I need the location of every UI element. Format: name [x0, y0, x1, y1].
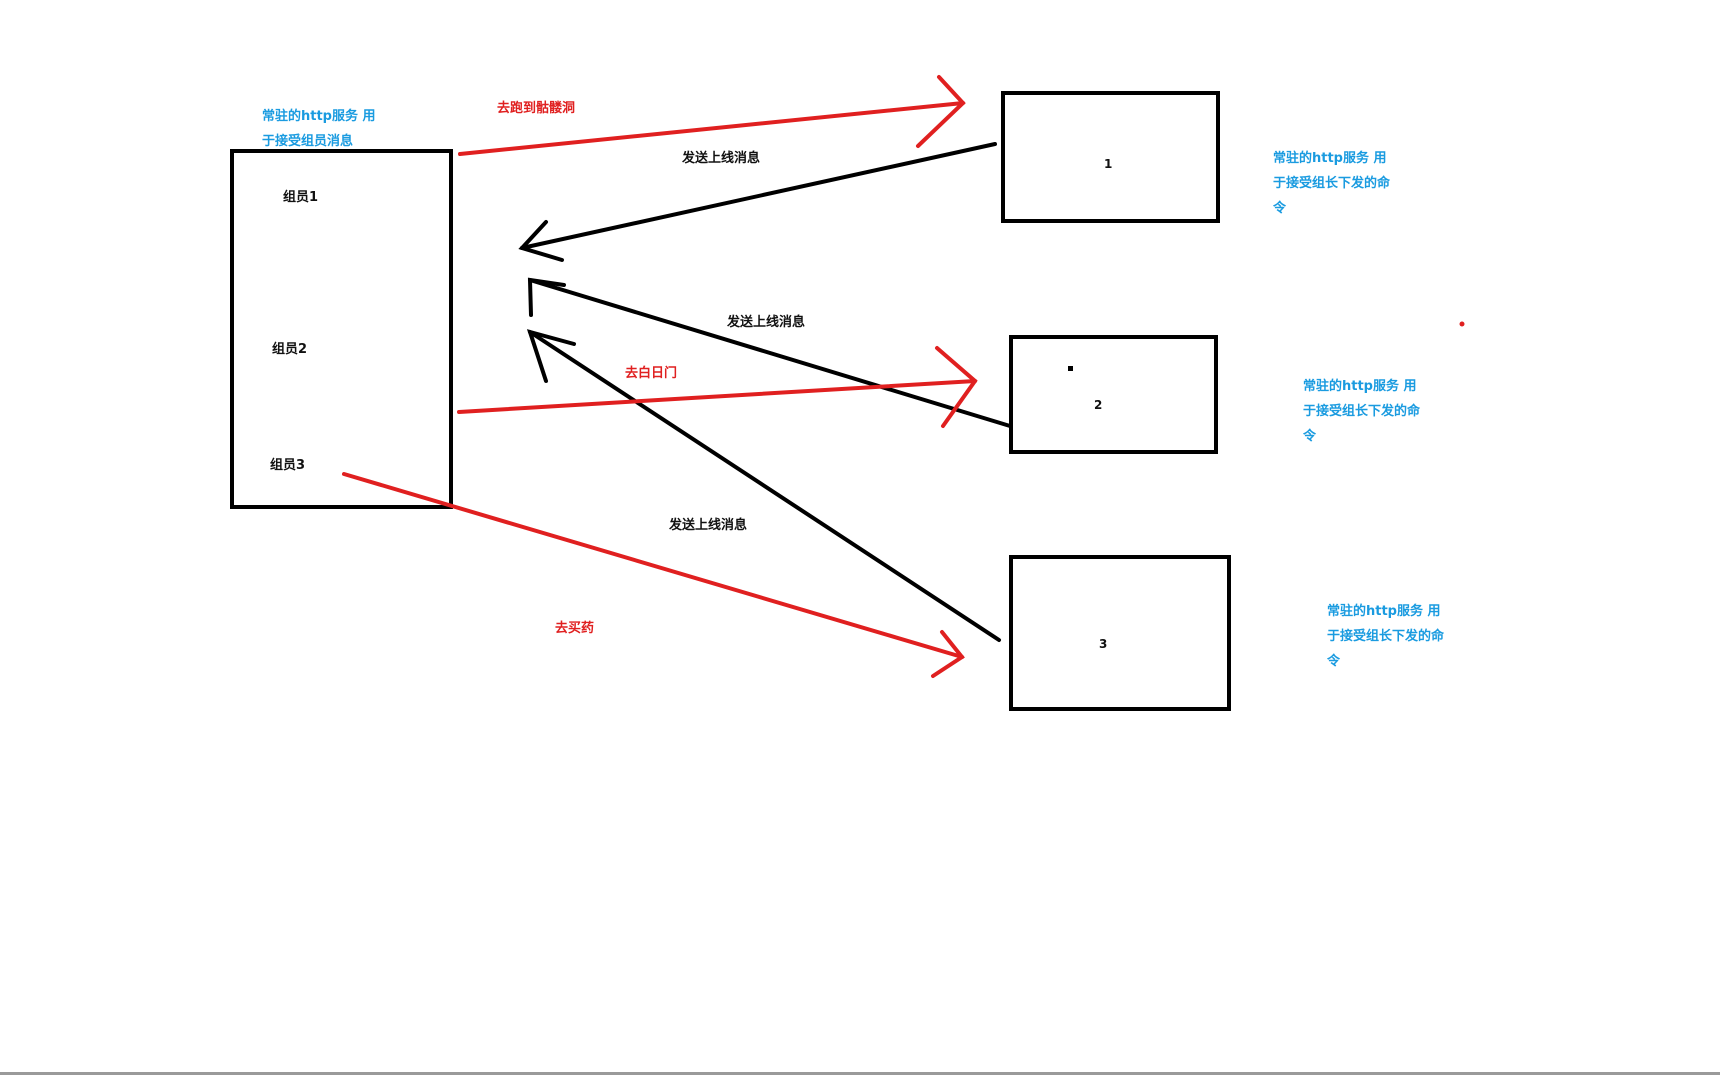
- worker-id-3: 3: [1099, 637, 1108, 651]
- online-label-1: 发送上线消息: [682, 151, 761, 166]
- worker-note-line: 令: [1273, 201, 1287, 216]
- worker-box-3: [1009, 555, 1231, 711]
- command-label-1: 去跑到骷髅洞: [497, 101, 576, 116]
- worker-note-3: 常驻的http服务 用 于接受组长下发的命 令: [1327, 599, 1444, 674]
- online-label-2: 发送上线消息: [727, 315, 806, 330]
- worker-note-line: 常驻的http服务 用: [1273, 151, 1387, 166]
- command-label-3: 去买药: [555, 621, 595, 636]
- command-label-2: 去白日门: [625, 366, 678, 381]
- leader-note: 常驻的http服务 用 于接受组员消息: [262, 104, 376, 154]
- worker-note-line: 于接受组长下发的命: [1273, 176, 1391, 191]
- worker-box-1: [1001, 91, 1220, 223]
- online-arrow-3: [526, 329, 1001, 642]
- stray-dot-black: [1068, 366, 1073, 371]
- worker-id-1: 1: [1104, 157, 1113, 171]
- stray-dot-red: [1459, 321, 1465, 327]
- online-arrow-1: [518, 142, 997, 262]
- worker-note-line: 令: [1327, 654, 1341, 669]
- command-arrow-1: [458, 75, 966, 156]
- member-label-3: 组员3: [270, 458, 306, 473]
- command-arrow-2: [457, 346, 978, 428]
- bottom-divider: [0, 1072, 1720, 1075]
- worker-note-line: 令: [1303, 429, 1317, 444]
- worker-note-1: 常驻的http服务 用 于接受组长下发的命 令: [1273, 146, 1390, 221]
- online-label-3: 发送上线消息: [669, 518, 748, 533]
- worker-note-line: 常驻的http服务 用: [1303, 379, 1417, 394]
- online-arrow-2: [527, 277, 1012, 428]
- member-label-2: 组员2: [272, 342, 308, 357]
- leader-note-line: 常驻的http服务 用: [262, 109, 376, 124]
- command-arrow-3: [342, 472, 965, 678]
- worker-box-2: [1009, 335, 1218, 454]
- worker-note-line: 常驻的http服务 用: [1327, 604, 1441, 619]
- worker-id-2: 2: [1094, 398, 1103, 412]
- member-label-1: 组员1: [283, 190, 319, 205]
- worker-note-line: 于接受组长下发的命: [1303, 404, 1421, 419]
- worker-note-line: 于接受组长下发的命: [1327, 629, 1445, 644]
- worker-note-2: 常驻的http服务 用 于接受组长下发的命 令: [1303, 374, 1420, 449]
- leader-box: [230, 149, 453, 509]
- leader-note-line: 于接受组员消息: [262, 134, 354, 149]
